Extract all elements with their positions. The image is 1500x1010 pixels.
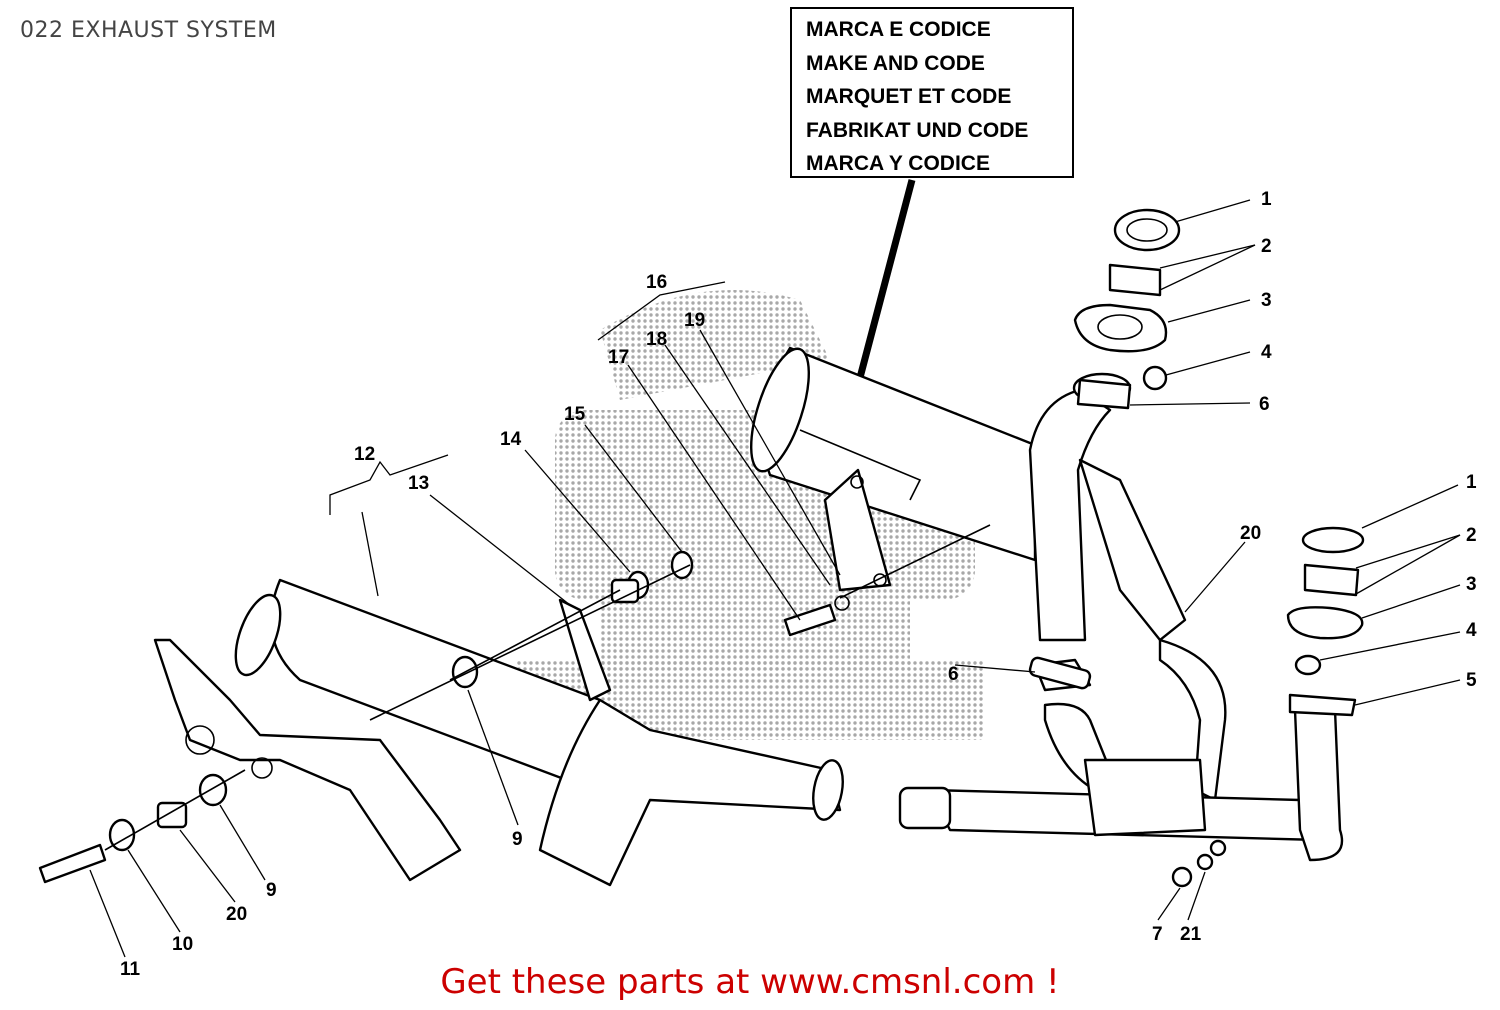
callout-21: 21 (1180, 924, 1202, 945)
callout-9-bracket: 9 (266, 880, 277, 901)
callout-17: 17 (608, 347, 629, 368)
callout-10: 10 (172, 934, 193, 955)
legend-line-italian: MARCA E CODICE (806, 18, 991, 41)
assembly-lines (104, 524, 991, 851)
callout-11: 11 (120, 959, 141, 980)
callout-4-upper: 4 (1261, 342, 1272, 363)
callout-2-upper: 2 (1261, 236, 1272, 257)
rear-silencer (750, 346, 1037, 592)
make-and-code-box: MARCA E CODICE MAKE AND CODE MARQUET ET … (790, 7, 1074, 178)
callout-16: 16 (646, 272, 667, 293)
front-silencer (234, 578, 844, 887)
callout-9-silencer: 9 (512, 829, 523, 850)
callout-5-lower: 5 (1466, 670, 1477, 691)
callout-6-upper: 6 (1259, 394, 1270, 415)
mounting-hardware (38, 550, 1227, 888)
callout-4-lower: 4 (1466, 620, 1477, 641)
callout-1-upper: 1 (1261, 189, 1272, 210)
callout-13: 13 (408, 473, 429, 494)
callout-labels: 1 2 3 4 6 1 2 3 4 5 20 16 19 18 17 15 14… (120, 189, 1477, 980)
footrest-bracket (153, 638, 462, 882)
callout-14: 14 (500, 429, 522, 450)
callout-15: 15 (564, 404, 586, 425)
flange-stack-lower (1286, 526, 1365, 717)
legend-line-french: MARQUET ET CODE (806, 85, 1012, 108)
callout-18: 18 (646, 329, 667, 350)
footer-link-text[interactable]: Get these parts at www.cmsnl.com ! (440, 962, 1060, 1002)
callout-20-spacer: 20 (226, 904, 247, 925)
exhaust-headers (898, 372, 1344, 862)
callout-6-clamp: 6 (948, 664, 959, 685)
flange-stack-upper (1073, 208, 1181, 410)
leader-lines (89, 199, 1461, 958)
legend-line-german: FABRIKAT UND CODE (806, 118, 1029, 142)
callout-7: 7 (1152, 924, 1163, 945)
callout-3-upper: 3 (1261, 290, 1272, 311)
callout-2-lower: 2 (1466, 525, 1477, 546)
page-title: 022 EXHAUST SYSTEM (20, 18, 277, 43)
callout-3-lower: 3 (1466, 574, 1477, 595)
legend-line-english: MAKE AND CODE (806, 51, 985, 75)
legend-line-spanish: MARCA Y CODICE (806, 152, 990, 175)
callout-20-header: 20 (1240, 523, 1261, 544)
callout-12: 12 (354, 444, 375, 465)
callout-19: 19 (684, 310, 705, 331)
callout-1-lower: 1 (1466, 472, 1477, 493)
